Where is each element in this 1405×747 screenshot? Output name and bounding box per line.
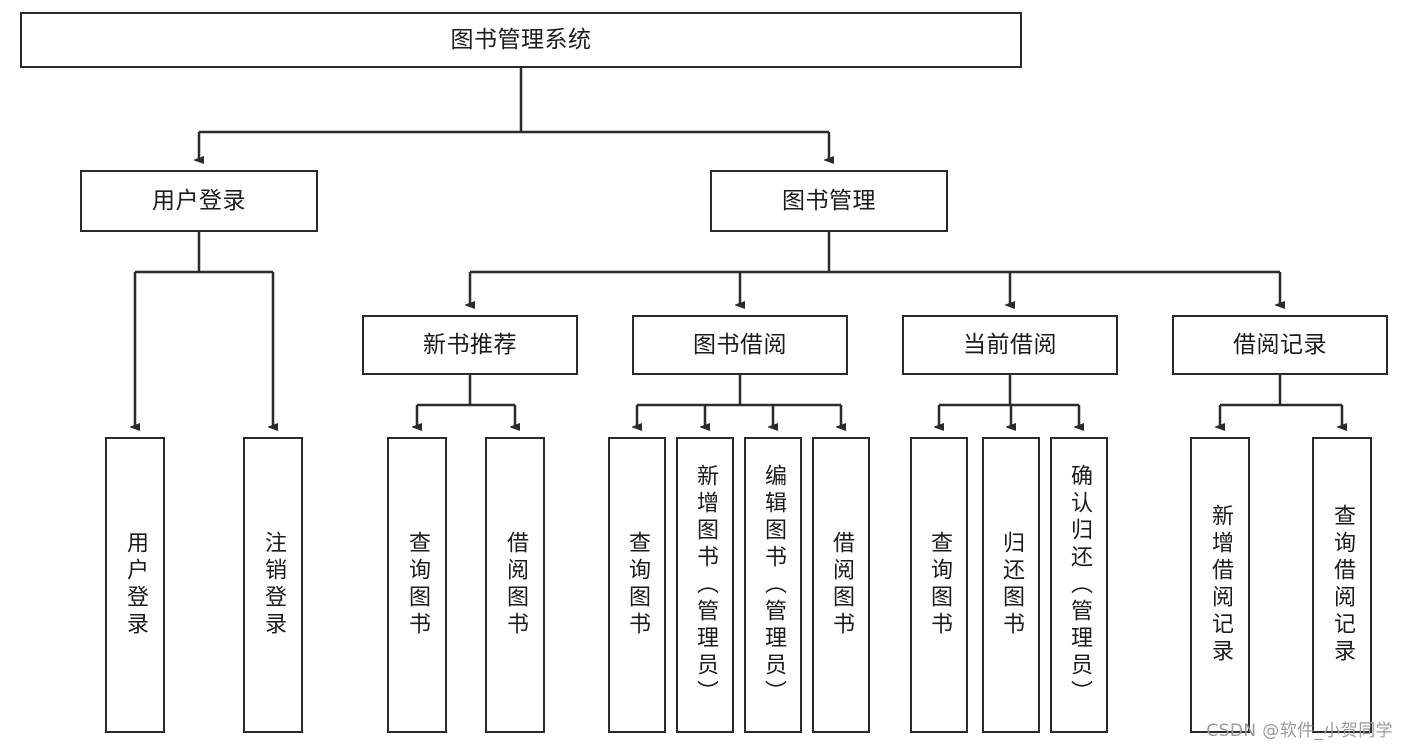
node-current-borrow[interactable]: 当前借阅 <box>902 315 1118 375</box>
node-leaf-return-book[interactable]: 归还图书 <box>982 437 1040 733</box>
node-label: 查询图书 <box>625 531 650 639</box>
node-label: 新增图书（管理员） <box>693 463 718 707</box>
node-label: 借阅图书 <box>829 531 854 639</box>
node-leaf-confirm-return[interactable]: 确认归还（管理员） <box>1050 437 1108 733</box>
node-label: 注销登录 <box>261 531 286 639</box>
node-label: 用户登录 <box>123 531 148 639</box>
node-borrow-record[interactable]: 借阅记录 <box>1172 315 1388 375</box>
node-label: 查询图书 <box>405 531 430 639</box>
node-leaf-borrow-book-rec[interactable]: 借阅图书 <box>485 437 545 733</box>
node-leaf-edit-book[interactable]: 编辑图书（管理员） <box>744 437 802 733</box>
node-new-book-recommend[interactable]: 新书推荐 <box>362 315 578 375</box>
node-book-borrow[interactable]: 图书借阅 <box>632 315 848 375</box>
node-label: 归还图书 <box>999 531 1024 639</box>
node-label: 借阅图书 <box>503 531 528 639</box>
node-label: 查询图书 <box>927 531 952 639</box>
node-label: 新增借阅记录 <box>1208 504 1233 666</box>
node-label: 确认归还（管理员） <box>1067 463 1092 707</box>
node-label: 用户登录 <box>152 187 246 214</box>
node-label: 图书管理 <box>782 187 876 214</box>
node-user-login[interactable]: 用户登录 <box>80 170 318 232</box>
node-label: 新书推荐 <box>423 331 517 358</box>
node-label: 借阅记录 <box>1233 331 1327 358</box>
node-label: 查询借阅记录 <box>1330 504 1355 666</box>
node-label: 编辑图书（管理员） <box>761 463 786 707</box>
node-leaf-query-book-current[interactable]: 查询图书 <box>910 437 968 733</box>
node-leaf-add-borrow-record[interactable]: 新增借阅记录 <box>1190 437 1250 733</box>
node-label: 图书借阅 <box>693 331 787 358</box>
node-leaf-query-book-borrow[interactable]: 查询图书 <box>608 437 666 733</box>
node-root-system[interactable]: 图书管理系统 <box>20 12 1022 68</box>
node-leaf-query-book-rec[interactable]: 查询图书 <box>387 437 447 733</box>
node-label: 图书管理系统 <box>450 26 592 53</box>
csdn-watermark: CSDN @软件_小贺同学 <box>1206 721 1393 741</box>
node-book-management[interactable]: 图书管理 <box>710 170 948 232</box>
node-leaf-add-book[interactable]: 新增图书（管理员） <box>676 437 734 733</box>
node-label: 当前借阅 <box>963 331 1057 358</box>
node-leaf-logout-login[interactable]: 注销登录 <box>243 437 303 733</box>
node-leaf-query-borrow-record[interactable]: 查询借阅记录 <box>1312 437 1372 733</box>
node-leaf-user-login[interactable]: 用户登录 <box>105 437 165 733</box>
node-leaf-borrow-book[interactable]: 借阅图书 <box>812 437 870 733</box>
